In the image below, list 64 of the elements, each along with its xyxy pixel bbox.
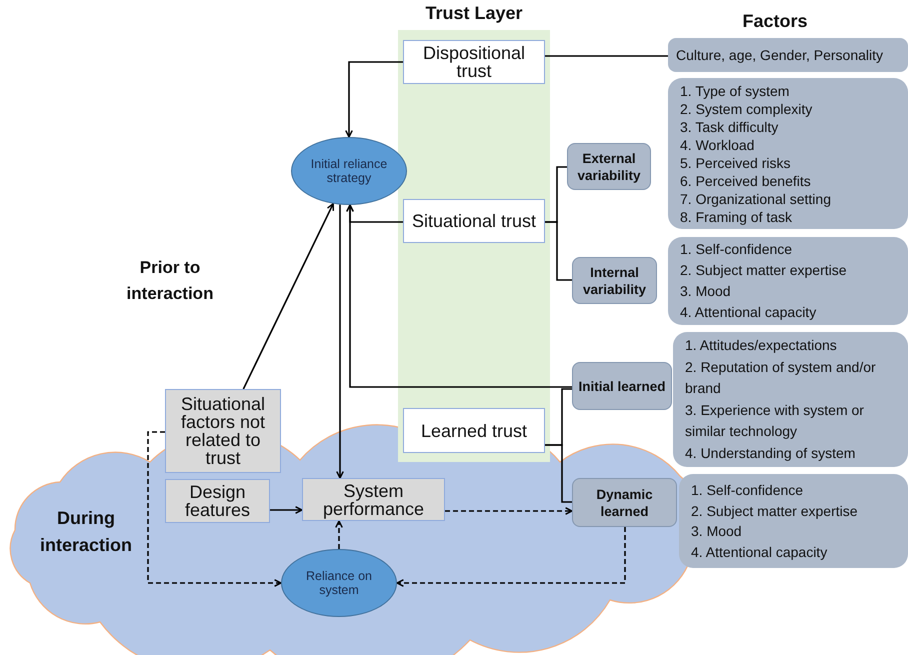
list-item: 2. Subject matter expertise xyxy=(691,502,859,521)
list-item: 5. Perceived risks xyxy=(680,154,792,172)
connector-line xyxy=(545,444,572,503)
list-item: 7. Organizational setting xyxy=(680,190,832,208)
arrow xyxy=(335,520,343,549)
list-item: 3. Mood xyxy=(691,522,743,541)
situation-box xyxy=(165,479,270,523)
factor-category-box xyxy=(567,143,651,190)
list-item: 6. Perceived benefits xyxy=(680,172,812,190)
box-text: Reliance on system xyxy=(304,569,373,597)
list-item: 3. Task difficulty xyxy=(680,118,780,136)
list-item: 2. Subject matter expertise xyxy=(680,261,848,280)
arrow xyxy=(270,506,303,514)
situation-box xyxy=(165,389,281,473)
factor-list-box xyxy=(668,237,908,325)
box-text: External variability xyxy=(576,150,642,184)
trust-box xyxy=(403,408,545,453)
situation-box xyxy=(302,478,445,521)
box-text: Culture, age, Gender, Personality xyxy=(676,48,884,62)
box-text: Initial learned xyxy=(578,378,666,394)
box-text: Situational factors not related to trust xyxy=(180,395,266,467)
connector-line xyxy=(545,55,668,57)
list-item: 3. Mood xyxy=(680,282,732,301)
connector-line xyxy=(545,221,572,281)
arrow xyxy=(346,204,572,388)
box-text: Internal variability xyxy=(582,264,648,298)
factor-list-box xyxy=(668,78,908,229)
list-item: 4. Attentional capacity xyxy=(680,303,818,322)
factor-list-box xyxy=(673,332,908,467)
box-text: Learned trust xyxy=(420,422,528,440)
band-title: Trust Layer xyxy=(424,3,524,24)
arrow xyxy=(396,527,626,587)
arrow xyxy=(345,61,403,138)
trust-box xyxy=(403,40,545,84)
list-item: 4. Workload xyxy=(680,136,756,154)
box-text: Dispositional trust xyxy=(422,44,526,80)
list-item: 2. Reputation of system and/or brand xyxy=(685,358,877,398)
arrow xyxy=(445,507,573,515)
box-text: Design features xyxy=(184,483,252,519)
box-text: Dynamic learned xyxy=(595,486,654,520)
trust-box xyxy=(403,199,545,243)
region-label: During interaction xyxy=(38,507,133,557)
factor-list-box xyxy=(668,38,908,72)
list-item: 4. Attentional capacity xyxy=(691,542,828,562)
arrow xyxy=(242,202,334,390)
list-item: 1. Attitudes/expectations xyxy=(685,336,838,355)
list-item: 1. Self-confidence xyxy=(691,481,804,500)
factor-category-box xyxy=(572,478,677,527)
list-item: 3. Experience with system or similar technology xyxy=(685,400,865,441)
list-item: 2. System complexity xyxy=(680,100,814,118)
box-text: System performance xyxy=(322,482,426,518)
list-item: 1. Self-confidence xyxy=(680,240,794,259)
box-text: Initial reliance strategy xyxy=(310,157,388,185)
box-text: Situational trust xyxy=(412,212,536,230)
list-item: 4. Understanding of system xyxy=(685,444,856,463)
factor-list-box xyxy=(679,474,908,568)
section-label: Prior to interaction xyxy=(126,257,214,305)
list-item: 8. Framing of task xyxy=(680,208,794,226)
column-title: Factors xyxy=(741,10,809,33)
arrow xyxy=(336,204,344,479)
factor-category-box xyxy=(572,362,672,410)
factor-category-box xyxy=(572,257,657,304)
arrow xyxy=(147,431,282,587)
list-item: 1. Type of system xyxy=(680,82,790,100)
